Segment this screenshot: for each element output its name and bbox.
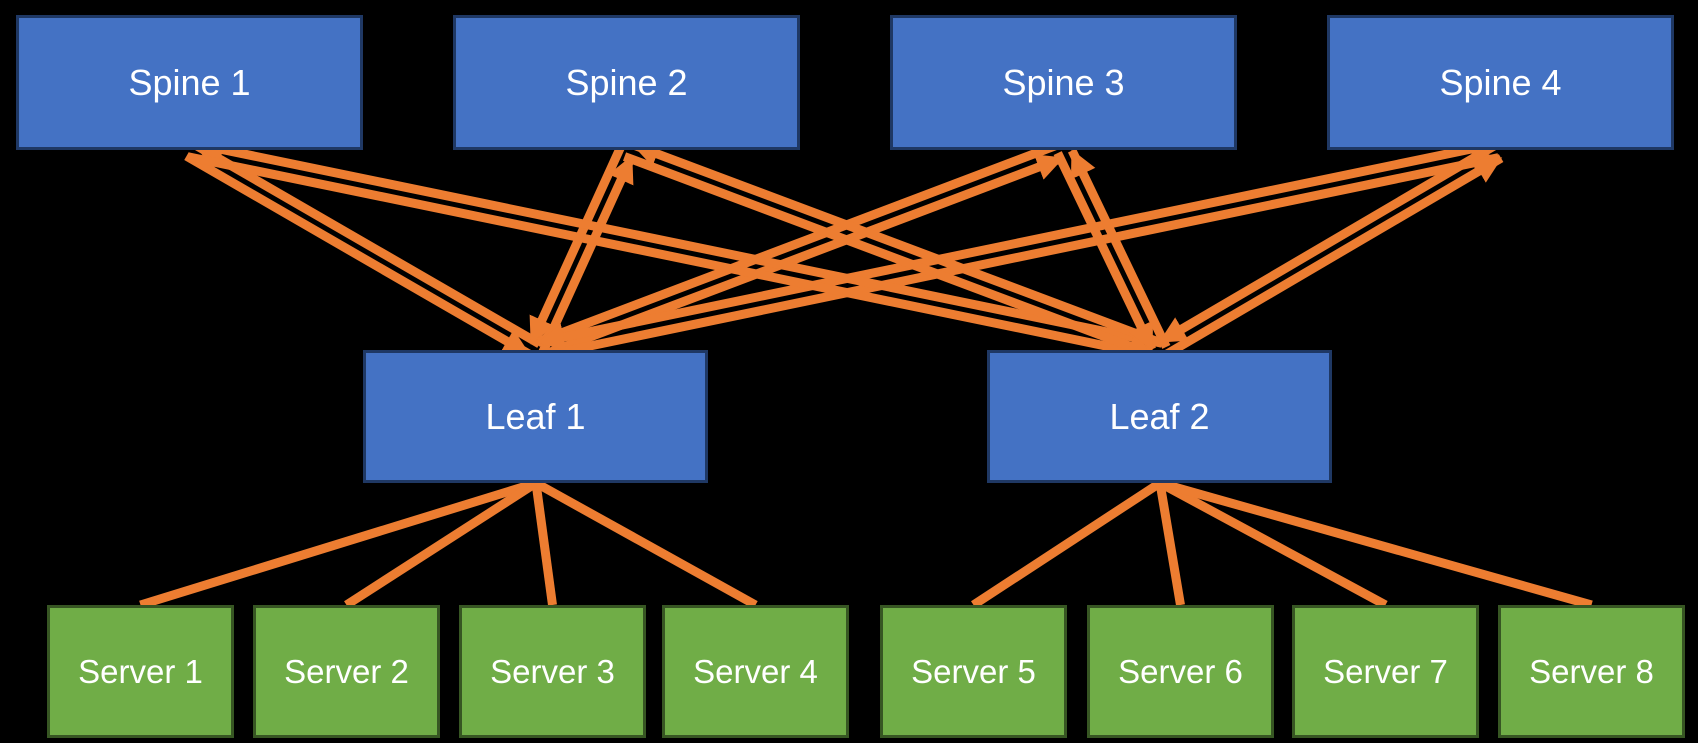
node-server-5: Server 5 (880, 605, 1067, 738)
node-server-6: Server 6 (1087, 605, 1274, 738)
link-leaf1-to-spine4 (536, 149, 1500, 362)
node-spine-2: Spine 2 (453, 15, 800, 150)
link-spine2-to-leaf2 (622, 152, 1156, 360)
node-label: Spine 4 (1439, 61, 1562, 103)
link-spine1-to-leaf2 (187, 152, 1156, 365)
link-leaf2-to-server8 (1158, 478, 1593, 610)
link-leaf2-to-spine2 (631, 140, 1165, 348)
node-label: Server 8 (1529, 652, 1654, 690)
link-leaf2-to-spine1 (194, 135, 1163, 348)
node-server-3: Server 3 (459, 605, 646, 738)
link-leaf2-to-server5 (971, 479, 1163, 609)
link-spine2-to-leaf1 (527, 145, 625, 346)
link-leaf1-to-server2 (344, 479, 539, 609)
node-label: Leaf 2 (1109, 395, 1210, 437)
node-leaf-2: Leaf 2 (987, 350, 1332, 483)
link-leaf1-to-server1 (139, 478, 538, 610)
node-leaf-1: Leaf 1 (363, 350, 708, 483)
node-label: Server 6 (1118, 652, 1243, 690)
orange-links (139, 135, 1593, 610)
link-leaf1-to-server4 (533, 479, 758, 609)
link-spine3-to-leaf2 (1053, 151, 1157, 352)
node-server-7: Server 7 (1292, 605, 1479, 738)
link-spine4-to-leaf1 (537, 138, 1501, 351)
node-label: Server 7 (1323, 652, 1448, 690)
link-leaf1-to-spine1 (194, 142, 542, 348)
link-leaf2-to-server6 (1155, 482, 1185, 606)
node-server-8: Server 8 (1498, 605, 1685, 738)
node-label: Spine 2 (565, 61, 688, 103)
node-server-1: Server 1 (47, 605, 234, 738)
node-label: Server 1 (78, 652, 203, 690)
node-label: Spine 1 (128, 61, 251, 103)
node-label: Leaf 1 (485, 395, 586, 437)
link-leaf1-to-spine2 (538, 154, 636, 355)
link-spine4-to-leaf2 (1157, 140, 1500, 346)
node-server-4: Server 4 (662, 605, 849, 738)
node-label: Server 4 (693, 652, 818, 690)
link-leaf2-to-spine4 (1161, 154, 1504, 360)
link-leaf2-to-server7 (1157, 479, 1388, 609)
link-leaf2-to-spine3 (1067, 148, 1171, 349)
link-leaf1-to-server3 (531, 482, 557, 606)
node-spine-1: Spine 1 (16, 15, 363, 150)
link-spine3-to-leaf1 (535, 139, 1064, 347)
node-server-2: Server 2 (253, 605, 440, 738)
node-label: Server 3 (490, 652, 615, 690)
node-spine-3: Spine 3 (890, 15, 1237, 150)
link-spine1-to-leaf1 (184, 152, 532, 358)
node-label: Server 5 (911, 652, 1036, 690)
node-label: Server 2 (284, 652, 409, 690)
node-label: Spine 3 (1002, 61, 1125, 103)
node-spine-4: Spine 4 (1327, 15, 1674, 150)
